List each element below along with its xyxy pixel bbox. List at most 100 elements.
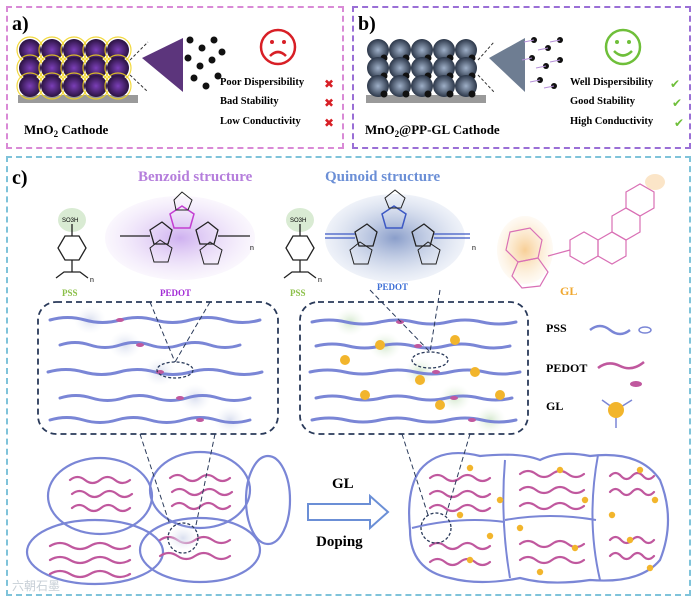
carbon-dot [208,56,216,64]
gl-molecule [340,355,350,365]
gl-molecule [470,367,480,377]
mno2-nanosheet-zoom [129,36,226,93]
carbon-dot [214,72,222,80]
pedot-fuzz [214,406,246,434]
carbon-dot [198,44,206,52]
pedot-wave [608,471,656,481]
svg-text:SO3H: SO3H [290,218,306,224]
pedot-wave [70,503,132,513]
mno2-electrode-illustration [16,36,138,103]
pss-chain [310,416,518,424]
pedot-segment [468,418,476,422]
carbon-dot [446,90,454,98]
pss-label-left: PSS [62,288,78,298]
gl-molecule [608,511,616,519]
arrow-label-doping: Doping [316,534,363,550]
carbon-dot [190,74,198,82]
pedot-wave [428,557,492,567]
sad-face-icon [259,28,297,66]
pedot-wave [518,501,586,511]
gl-molecule [456,511,464,519]
pedot-wave [608,487,656,497]
panel-b [352,6,691,149]
check-icon: ✔ [670,77,680,91]
pss-structure-right: SO3H n PSS [283,208,322,298]
pss-chain [48,416,252,424]
carbon-dot [184,54,192,62]
gl-molecule [486,532,494,540]
gl-molecule [466,464,474,472]
polymer-link [535,65,547,69]
carbon-dot [186,36,194,44]
happy-face-icon [604,28,642,66]
mno2-particle [41,75,63,97]
carbon-dot [202,82,210,90]
pedot-wave [158,551,232,561]
quinoid-title: Quinoid structure [325,169,440,185]
carbon-dot [196,62,204,70]
gl-molecule [651,496,659,504]
pedot-wave [48,555,132,565]
pristine-morphology [25,433,292,586]
pss-chain [46,368,264,376]
pss-label-right: PSS [290,288,306,298]
gl-molecule [571,544,579,552]
mno2-particle [41,57,63,79]
gl-molecule [626,536,634,544]
panel-b-caption: MnO2@PP-GL Cathode [365,122,500,139]
pedot-quinoid-structure: n PEDOT [325,189,476,292]
mno2-particle [85,57,107,79]
cross-icon: ✖ [324,116,334,130]
pedot-segment [156,370,164,374]
mno2-particle [107,39,129,61]
pedot-chain-icon [597,361,645,370]
legend-pss-label: PSS [546,321,567,335]
pedot-benzoid-structure: n PEDOT [105,191,255,298]
mno2-particle [19,57,41,79]
pedot-wave [428,473,492,483]
carbon-dot [218,48,226,56]
pedot-wave [518,485,586,495]
gl-molecule [450,335,460,345]
gl-molecule [415,375,425,385]
pss-chain [58,394,252,402]
pedot-wave [518,469,586,479]
mno2-particle [19,39,41,61]
panel-b-label: b) [358,13,376,35]
panel-a-caption: MnO2 Cathode [24,122,109,139]
pedot-wave [70,489,134,499]
carbon-dot [424,90,432,98]
polymer-link [523,39,535,43]
pss-structure-left: SO3H n PSS [55,208,94,298]
benzoid-title: Benzoid structure [138,169,253,185]
panel-c [6,156,691,596]
carbon-dot [380,90,388,98]
mno2-particle [107,75,129,97]
svg-text:n: n [90,277,94,284]
pss-pedot-network-left [37,301,279,435]
gl-doping-arrow: GL Doping [307,476,390,550]
gl-molecule-icon [608,402,624,418]
mno2-particle [85,75,107,97]
pedot-wave [428,503,492,513]
panel-a [6,6,344,149]
svg-text:SO3H: SO3H [62,218,78,224]
pedot-fuzz [179,384,211,412]
carbon-dot [468,90,476,98]
pedot-segment [176,396,184,400]
mno2-particle [63,39,85,61]
gl-molecule [646,564,654,572]
pedot-wave [168,473,232,483]
gl-molecule [435,400,445,410]
mno2-particle [63,75,85,97]
gl-molecule [466,556,474,564]
polymer-link [543,85,555,89]
polymer-link [521,57,533,61]
pss-chain [58,341,242,349]
polymer-link [529,79,541,83]
legend: PSS PEDOT GL [546,321,652,428]
arrow-label-gl: GL [332,476,354,492]
pedot-segment [396,320,404,324]
pedot-wave [48,569,132,579]
mno2-particle [63,57,85,79]
